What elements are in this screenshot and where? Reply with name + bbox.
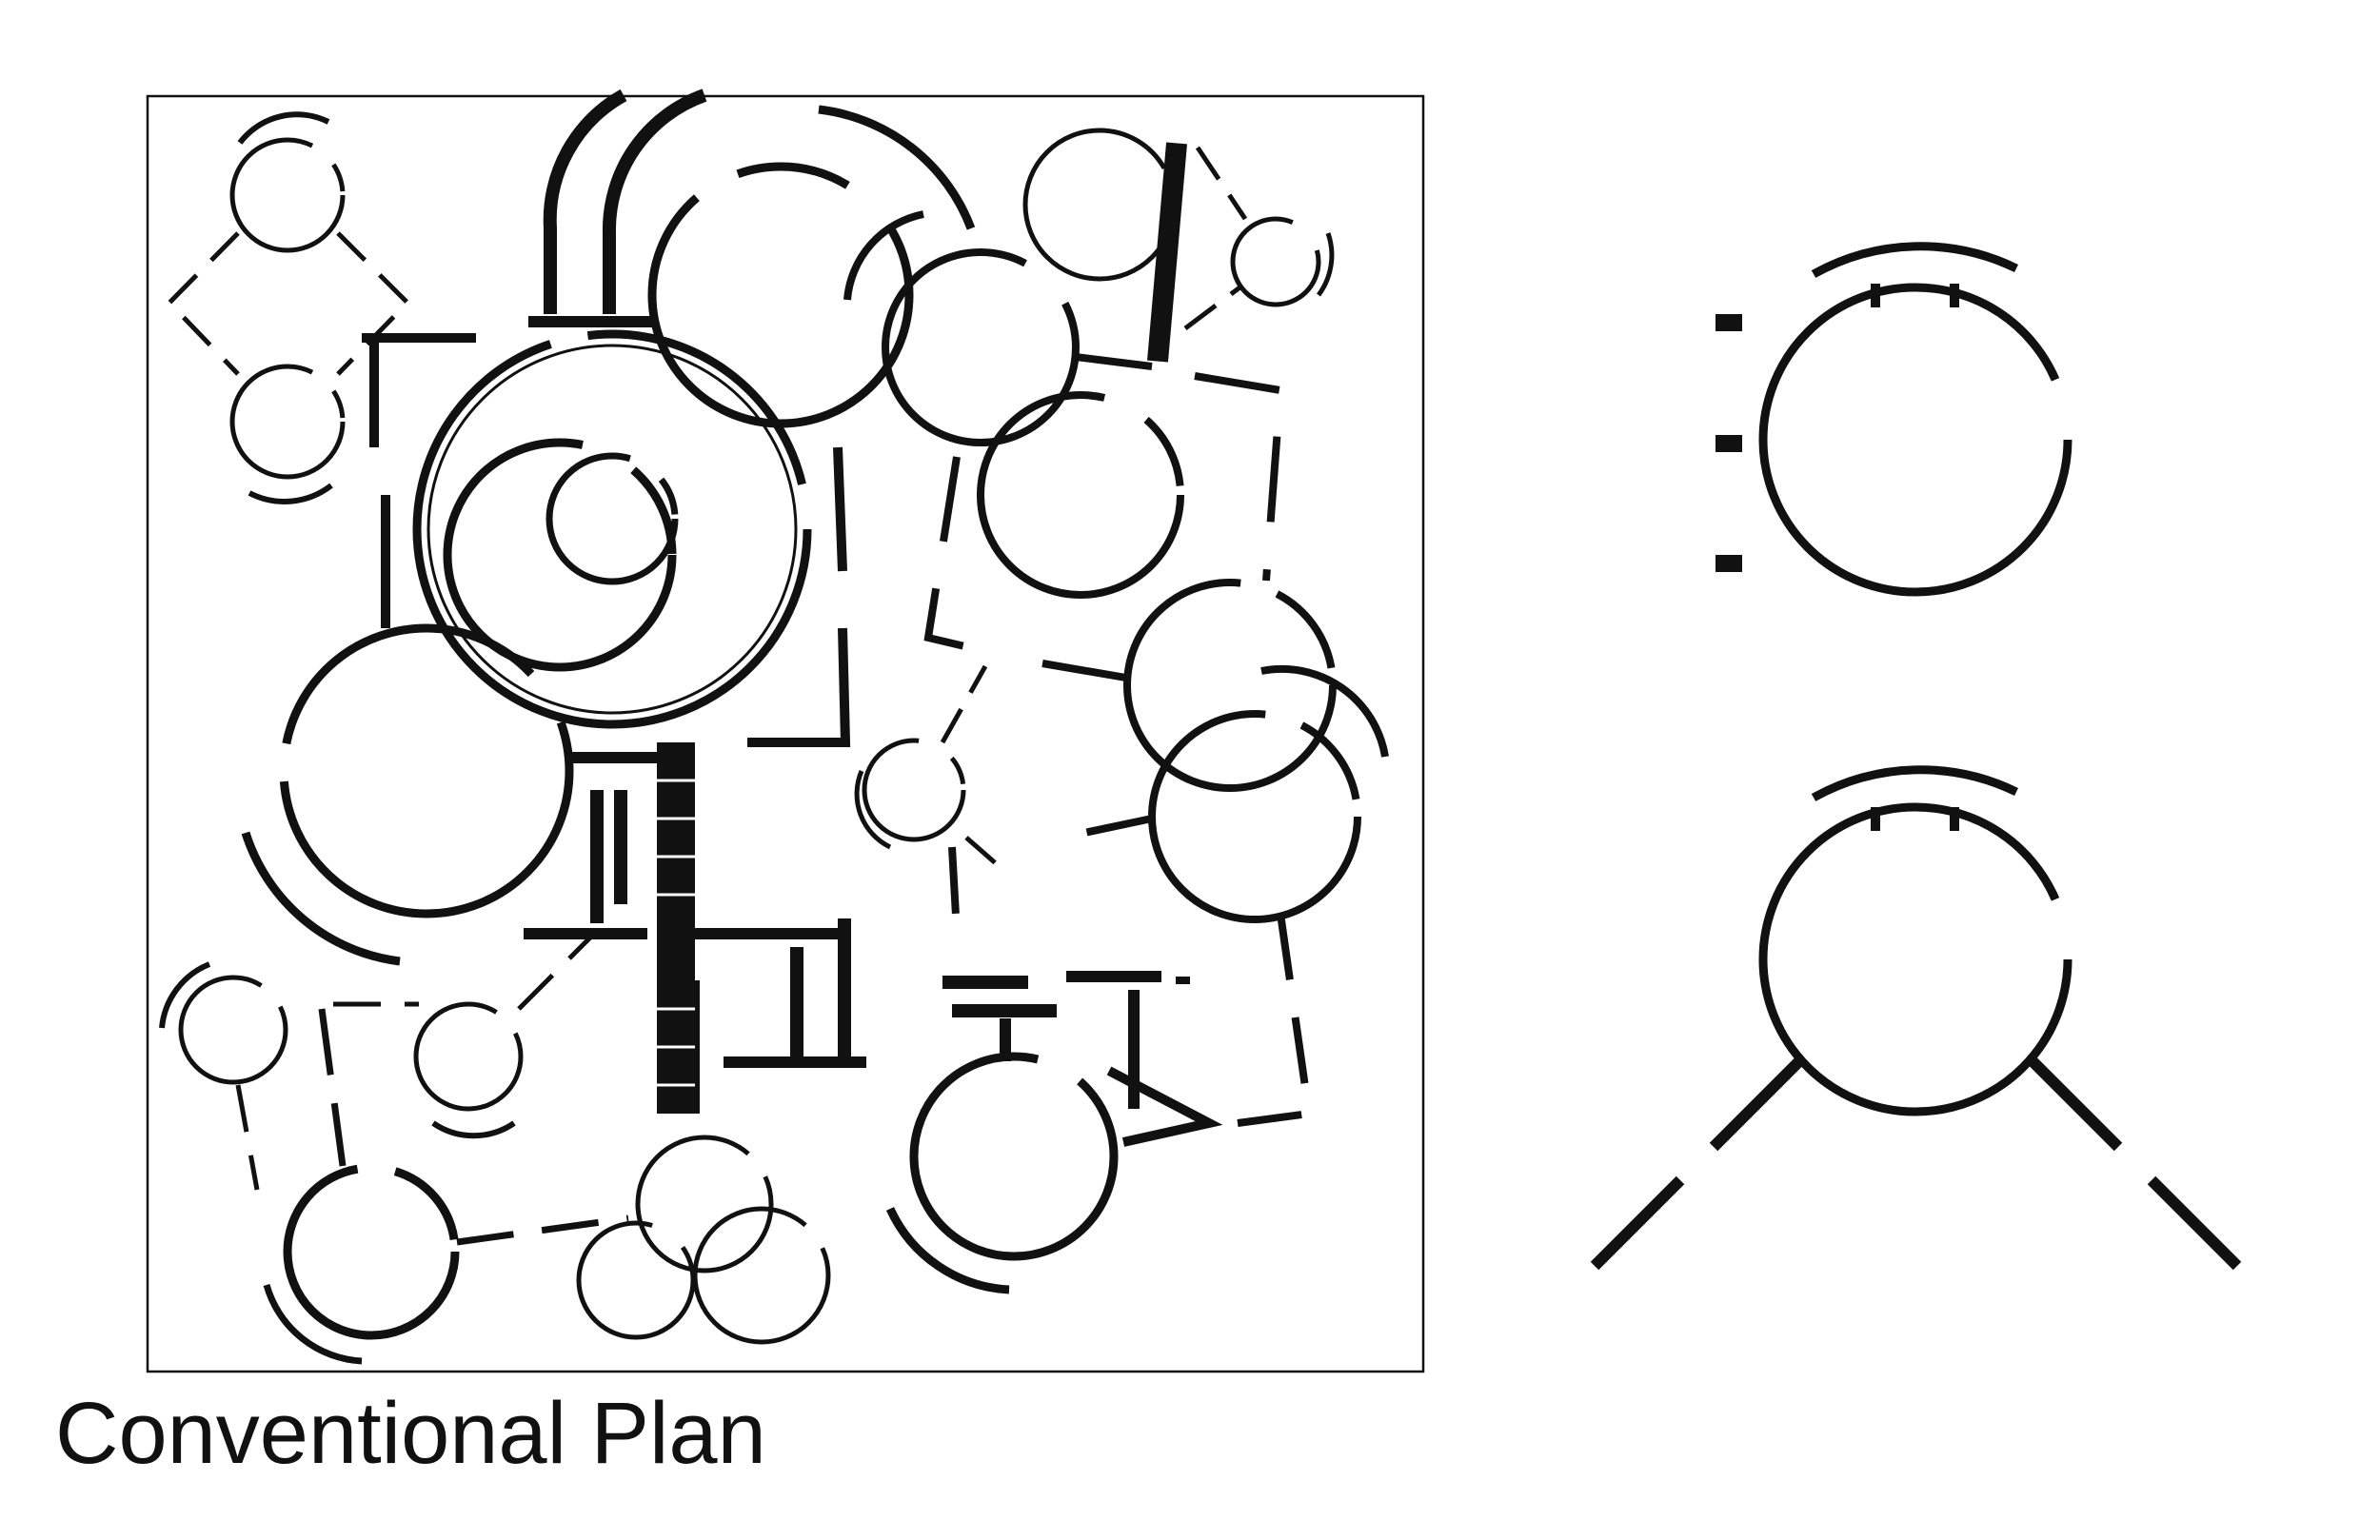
wall-block <box>942 976 1028 989</box>
room-arc <box>818 105 976 230</box>
room-arc <box>237 111 330 145</box>
wall-segment <box>833 446 847 572</box>
room-circle <box>229 137 346 253</box>
room-arc <box>241 831 401 966</box>
connector-wall <box>1709 1056 1804 1152</box>
door-jamb <box>1950 284 1959 307</box>
door-jamb <box>1871 807 1880 831</box>
room-circle <box>443 438 677 672</box>
wall-dashed <box>948 846 961 934</box>
room-circle <box>647 162 914 428</box>
room-circle <box>1123 579 1337 792</box>
wall-dashed <box>964 836 1006 873</box>
room-cluster-top-right <box>843 128 1335 446</box>
wall-dashed <box>1194 372 1285 582</box>
wall-dashed <box>923 456 1010 661</box>
room-circle <box>412 329 812 729</box>
door-jamb <box>1950 807 1959 831</box>
stair-core <box>524 742 866 1114</box>
wall-block <box>695 928 847 939</box>
connector-wall <box>1590 1175 1685 1271</box>
wall-block <box>1716 314 1742 331</box>
room-west <box>241 623 574 966</box>
room-arc <box>1260 664 1389 758</box>
room-module-connected <box>1590 765 2242 1271</box>
room-circle <box>1758 802 2073 1116</box>
room-circle <box>1758 283 2073 597</box>
room-circle <box>576 1220 696 1340</box>
room-arc <box>885 1207 1010 1294</box>
door-jamb <box>1871 284 1880 307</box>
room-arc <box>263 1284 363 1365</box>
room-arc <box>854 770 892 850</box>
room-circle <box>977 391 1184 599</box>
wall-block <box>1147 142 1187 363</box>
wall-block <box>724 1056 866 1068</box>
room-arc <box>1811 242 2018 278</box>
room-arc <box>159 961 211 1029</box>
conventional-plan <box>146 89 1425 1373</box>
room-arc <box>431 1120 516 1139</box>
wall-block <box>524 928 647 939</box>
room-arc <box>843 210 924 301</box>
room-circle <box>1148 710 1361 923</box>
room-cluster-bottom-left <box>159 936 831 1365</box>
connector-wall <box>2147 1175 2242 1271</box>
room-arc <box>248 483 333 504</box>
room-circle-thin <box>426 344 798 715</box>
wall-block <box>790 947 803 1061</box>
wall-dashed <box>456 1214 629 1246</box>
room-circle <box>545 452 679 585</box>
room-circle <box>279 623 574 918</box>
room-circle <box>229 364 346 480</box>
room-cluster-east <box>854 372 1389 1127</box>
room-circle <box>692 1206 831 1345</box>
room-circle <box>413 1001 524 1112</box>
plan-caption: Conventional Plan <box>55 1385 766 1482</box>
plan-frame <box>146 94 1425 1373</box>
wall-block <box>1066 971 1161 982</box>
room-circle <box>283 1163 460 1340</box>
room-circle <box>1022 128 1177 282</box>
room-circle <box>909 1052 1119 1261</box>
wall-dashed <box>517 936 592 1011</box>
room-module-single <box>1716 242 2073 597</box>
room-main-hall <box>412 89 976 729</box>
stair-treads <box>657 779 695 1087</box>
wall-dashed <box>166 231 240 376</box>
wall-segment <box>747 627 851 747</box>
connector-wall <box>2028 1056 2123 1152</box>
wall-block <box>1000 1018 1011 1061</box>
wall-block <box>571 752 671 763</box>
room-arc <box>1316 232 1335 297</box>
room-arc <box>1811 765 2018 801</box>
room-circle <box>1230 216 1321 307</box>
room-cluster-bottom-right <box>885 971 1223 1294</box>
wall-segment <box>1106 1066 1223 1147</box>
wall-dashed <box>940 664 988 744</box>
wall-dashed <box>1195 146 1248 221</box>
room-circle <box>635 1135 774 1273</box>
wall-dashed <box>1183 284 1244 330</box>
room-circle <box>178 975 288 1085</box>
arch-wall <box>602 89 707 314</box>
wall-dashed <box>235 1084 260 1191</box>
wall-dashed <box>318 1008 347 1167</box>
wall-dashed <box>336 231 411 376</box>
wall-block <box>1716 555 1742 572</box>
wall-block <box>838 918 851 1061</box>
arch-wall <box>543 89 627 314</box>
room-circle <box>882 248 1080 446</box>
wall-block <box>614 790 627 904</box>
room-circle <box>862 738 966 842</box>
wall-block <box>952 1004 1057 1017</box>
wall-segment <box>1075 353 1153 370</box>
wall-block <box>1716 435 1742 452</box>
wall-dashed <box>1237 913 1314 1127</box>
wall-dashed <box>1061 815 1153 841</box>
wall-frame-left <box>362 333 851 747</box>
room-cluster-top-left <box>166 111 411 504</box>
wall-block <box>590 790 604 923</box>
